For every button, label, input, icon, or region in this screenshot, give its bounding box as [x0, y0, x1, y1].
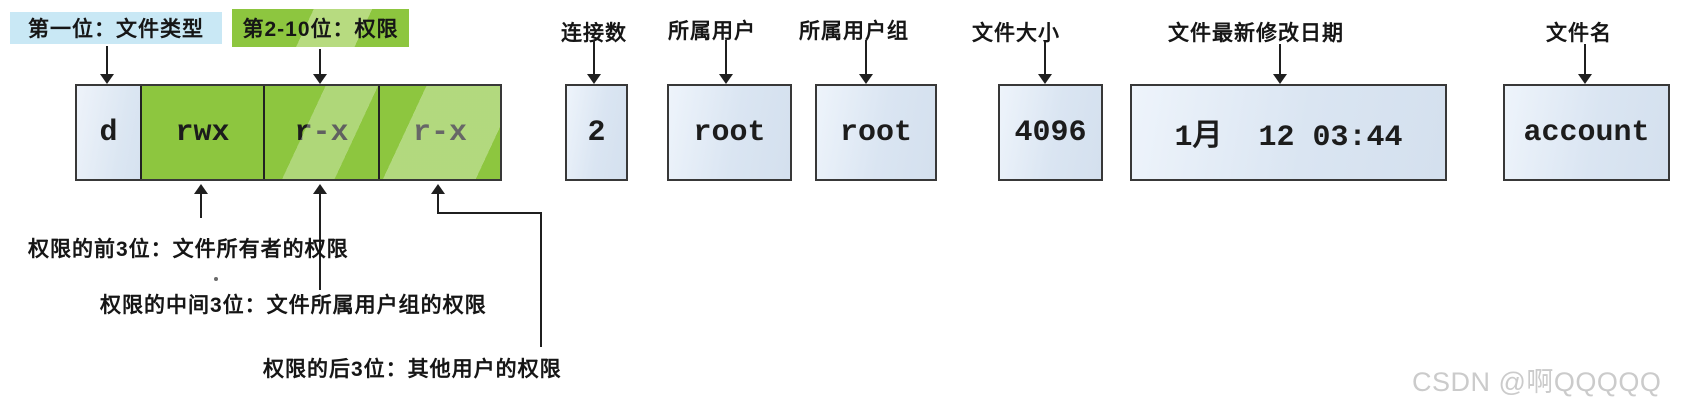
cell-perm-group: r-x: [265, 86, 380, 179]
box-owner-user: root: [667, 84, 792, 181]
callout-file-size: 文件大小: [972, 22, 1060, 45]
callout-owner-group: 所属用户组: [799, 20, 909, 43]
elbow-horizontal-line: [437, 212, 542, 214]
arrow-perm-group: [313, 184, 327, 290]
callout-owner-user: 所属用户: [668, 20, 756, 43]
callout-link-count: 连接数: [561, 22, 627, 45]
cell-file-type: d: [77, 86, 142, 179]
stray-dot: [214, 277, 218, 281]
arrow-perm-other: [431, 184, 445, 214]
arrow-owner-user: [719, 40, 733, 84]
watermark: CSDN @啊QQQQQ: [1412, 367, 1662, 397]
callout-permissions: 第2-10位：权限: [232, 9, 409, 47]
note-perm-other: 权限的后3位：其他用户的权限: [263, 358, 562, 381]
box-file-name: account: [1503, 84, 1670, 181]
arrow-perm-owner: [194, 184, 208, 218]
box-link-count: 2: [565, 84, 628, 181]
box-modified-date: 1月 12 03:44: [1130, 84, 1447, 181]
arrow-permissions: [313, 49, 327, 84]
permission-row: d rwx r-x r-x: [75, 84, 502, 181]
callout-modified-date: 文件最新修改日期: [1168, 22, 1344, 45]
box-owner-group: root: [815, 84, 937, 181]
arrow-link-count: [587, 40, 601, 84]
callout-file-name: 文件名: [1546, 22, 1612, 45]
cell-perm-other: r-x: [412, 115, 467, 150]
note-perm-group: 权限的中间3位：文件所属用户组的权限: [100, 294, 487, 317]
callout-file-type: 第一位：文件类型: [10, 12, 222, 44]
elbow-vertical-line: [540, 212, 542, 347]
arrow-owner-group: [859, 40, 873, 84]
arrow-file-name: [1578, 44, 1592, 84]
arrow-file-size: [1038, 42, 1052, 84]
arrow-file-type: [100, 46, 114, 84]
cell-perm-owner: rwx: [142, 86, 265, 179]
note-perm-owner: 权限的前3位：文件所有者的权限: [28, 238, 349, 261]
arrow-modified-date: [1273, 44, 1287, 84]
box-file-size: 4096: [998, 84, 1103, 181]
